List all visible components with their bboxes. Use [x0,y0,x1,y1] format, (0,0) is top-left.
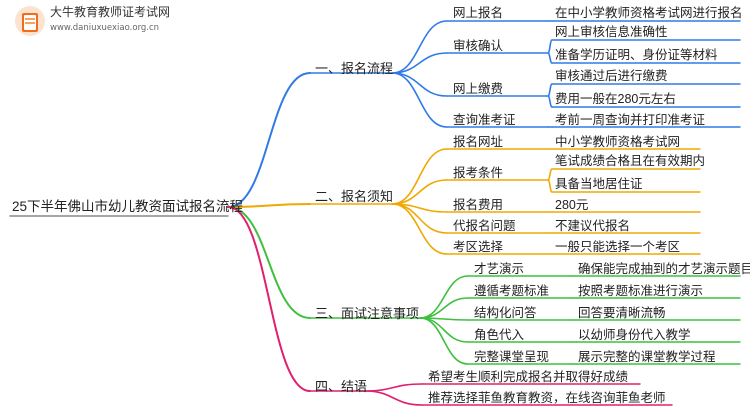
b1-node-4: 查询准考证 [453,113,516,127]
b3-leaf-3: 回答要清晰流畅 [578,306,666,320]
root-topic: 25下半年佛山市幼儿教资面试报名流程 [12,199,244,214]
b1-leaf-4: 考前一周查询并打印准考证 [555,113,706,127]
branch-1-label: 一、报名流程 [315,61,394,76]
b3-node-3: 结构化问答 [474,306,537,320]
b1-leaf-edge-2-2 [547,52,553,64]
b1-node-3: 网上缴费 [453,82,504,96]
b3-leaf-2: 按照考题标准进行演示 [578,284,704,298]
b1-leaf-3a: 审核通过后进行缴费 [555,69,668,83]
b3-edge-5 [419,317,469,365]
b1-leaf-2b: 准备学历证明、身份证等材料 [555,48,718,62]
root-edge-2 [227,203,311,208]
b3-edge-1 [419,275,469,319]
b2-node-5: 考区选择 [453,240,504,254]
b2-leaf-2a: 笔试成绩合格且在有效期内 [555,154,706,168]
b2-edge-1 [391,148,448,205]
b4-node-2: 推荐选择菲鱼教育教资，在线咨询菲鱼老师 [428,391,666,405]
b1-edge-4 [391,72,448,128]
b1-edge-2 [391,52,448,74]
b4-edge-2 [364,390,423,406]
b2-leaf-3: 280元 [555,198,589,212]
branch-2-label: 二、报名须知 [315,189,394,204]
b3-leaf-5: 展示完整的课堂教学过程 [578,350,716,364]
root-edge-4 [227,206,311,392]
branch-4-label: 四、结语 [315,379,368,394]
b4-node-1: 希望考生顺利完成报名并取得好成绩 [428,370,629,384]
b2-leaf-edge-2-2 [547,179,553,193]
b2-leaf-edge-2-1 [547,168,553,181]
b3-node-5: 完整课堂呈现 [474,350,550,364]
b4-edge-1 [364,383,423,392]
b2-node-2: 报考条件 [453,166,504,180]
b1-leaf-edge-3-2 [547,95,553,108]
b2-node-3: 报名费用 [453,198,504,212]
b3-node-2: 遵循考题标准 [474,284,550,298]
b3-node-1: 才艺演示 [474,262,525,276]
b1-edge-3 [391,72,448,97]
branch-3-label: 三、面试注意事项 [315,306,420,321]
b2-node-4: 代报名问题 [453,219,516,233]
b2-leaf-1: 中小学教师资格考试网 [555,135,681,149]
logo-name: 大牛教育教师证考试网 [50,5,171,19]
b1-leaf-edge-3-1 [547,83,553,97]
root-edge-1 [227,72,311,208]
b1-leaf-2a: 网上审核信息准确性 [555,25,668,39]
b3-leaf-4: 以幼师身份代入教学 [578,328,691,342]
b1-leaf-edge-2-1 [547,39,553,54]
root-edge-3 [227,206,311,319]
b2-leaf-4: 不建议代报名 [555,219,631,233]
b1-leaf-1: 在中小学教师资格考试网进行报名 [555,6,743,20]
b2-leaf-2b: 具备当地居住证 [555,177,643,191]
b2-node-1: 报名网址 [453,135,504,149]
b1-node-1: 网上报名 [453,6,504,20]
logo-url: www.daniuxuexiao.org.cn [50,23,160,33]
b1-node-2: 审核确认 [453,39,504,53]
b2-edge-2 [391,179,448,205]
book-logo-icon [15,6,45,36]
b1-leaf-3b: 费用一般在280元左右 [555,92,676,106]
b3-edge-4 [419,317,469,343]
b3-edge-2 [419,297,469,319]
b3-node-4: 角色代入 [474,328,525,342]
b3-leaf-1: 确保能完成抽到的才艺演示题目 [578,262,750,276]
b2-leaf-5: 一般只能选择一个考区 [555,240,681,254]
b2-edge-5 [391,203,448,255]
b1-edge-1 [391,20,448,74]
